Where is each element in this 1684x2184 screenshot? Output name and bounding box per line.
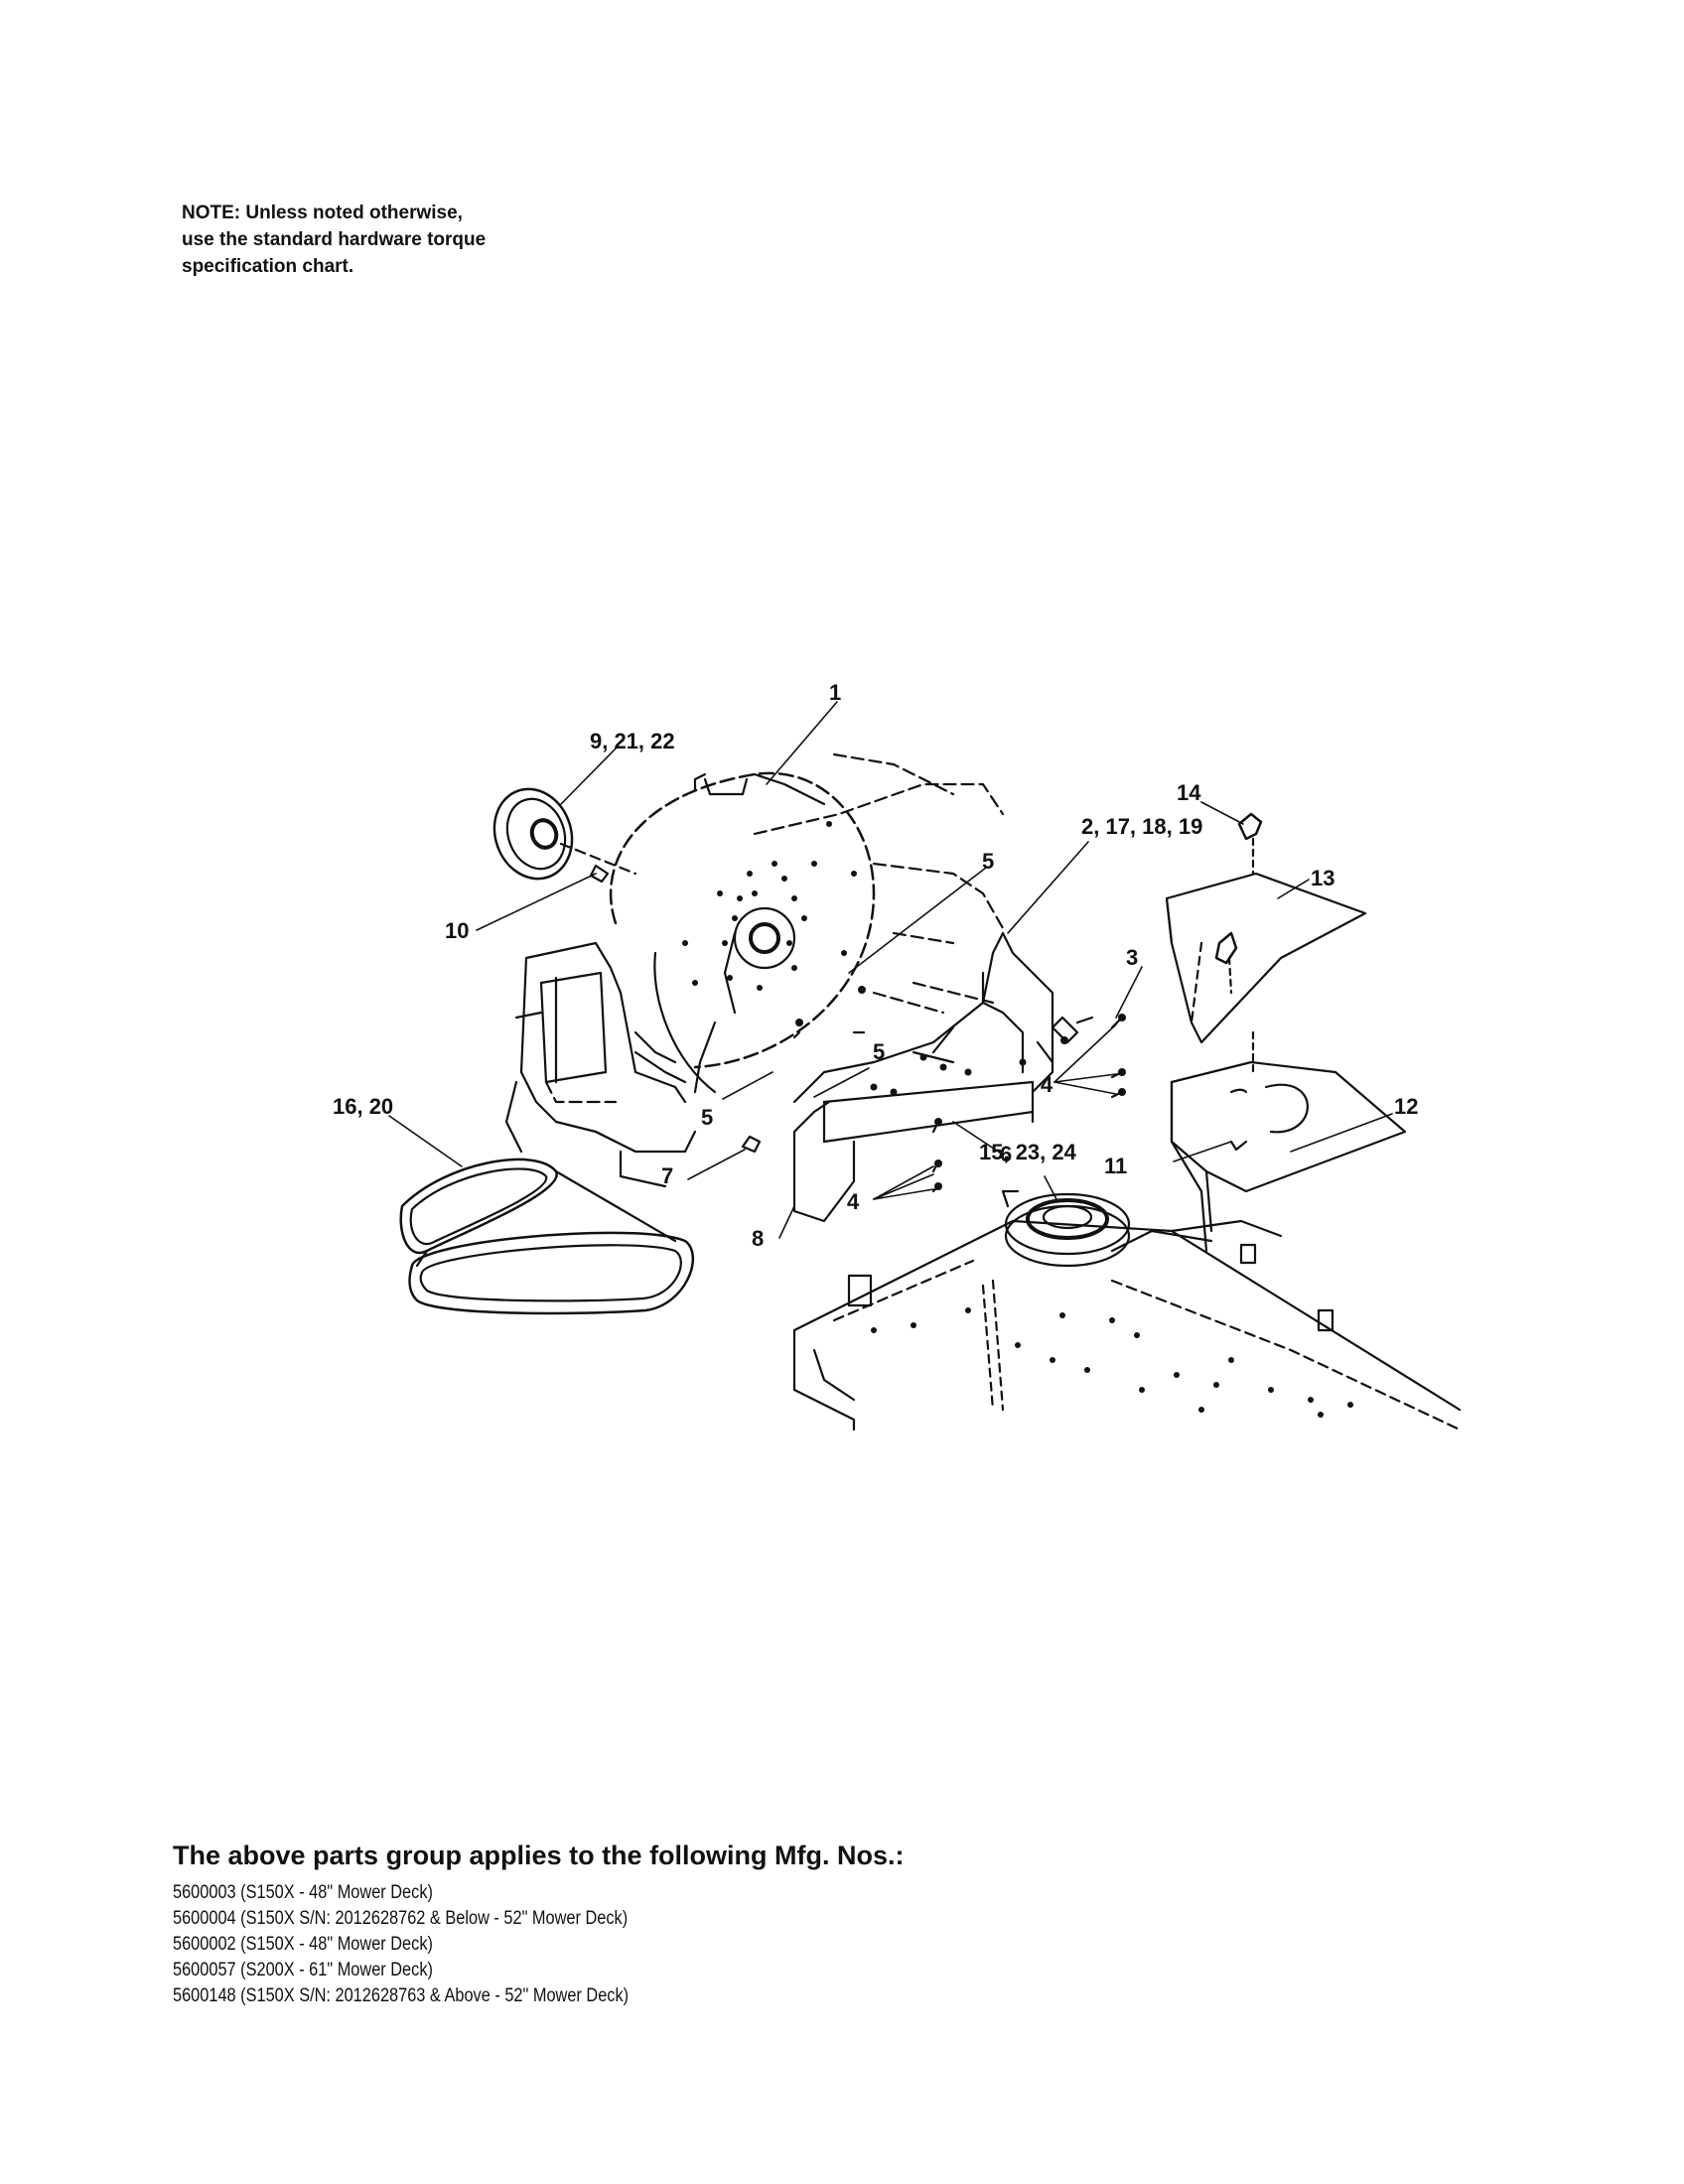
bracket-holes [870,1053,1027,1096]
callout-10: 10 [445,918,469,943]
note-line-1: NOTE: Unless noted otherwise, [182,203,463,223]
list-item: 5600002 (S150X - 48" Mower Deck) [173,1934,433,1955]
note-line-2: use the standard hardware torque [182,229,487,250]
leader-lines [388,701,1393,1239]
callout-14: 14 [1177,780,1201,805]
callout-2-17-18-19: 2, 17, 18, 19 [1081,814,1202,839]
callout-6: 6 [1000,1142,1012,1166]
housing-holes [682,821,857,991]
callout-11: 11 [1104,1154,1127,1178]
hardware-dots [795,986,1126,1190]
mounting-bracket [792,931,1054,1223]
cover-plate [1165,872,1367,1044]
note-line-3: specification chart. [182,256,354,277]
callout-12: 12 [1394,1094,1418,1119]
callout-7: 7 [661,1163,673,1188]
callout-5-lower: 5 [701,1105,713,1130]
callout-8: 8 [752,1226,764,1251]
blower-housing [609,752,1005,1094]
left-frame [504,941,697,1188]
cover-knob [1237,812,1263,876]
drive-belt [399,1158,695,1315]
list-item: 5600004 (S150X S/N: 2012628762 & Below -… [173,1908,629,1929]
callout-5-middle: 5 [873,1039,885,1064]
callout-4-right: 4 [1041,1072,1053,1097]
list-item: 5600003 (S150X - 48" Mower Deck) [173,1882,433,1903]
deck-holes [871,1307,1353,1418]
callout-15-23-24: 15, 23, 24 [979,1140,1077,1164]
deflector-shield [1170,1030,1407,1253]
callout-16-20: 16, 20 [333,1094,393,1119]
callout-5-upper: 5 [982,849,994,874]
deck-pulley [1001,1189,1131,1268]
mower-deck [792,1219,1462,1432]
list-item: 5600057 (S200X - 61" Mower Deck) [173,1960,433,1980]
callout-4-lower: 4 [847,1189,860,1214]
applies-to-heading: The above parts group applies to the fol… [173,1841,905,1870]
blower-pulley [492,787,637,884]
torque-note: NOTE: Unless noted otherwise, use the st… [182,200,486,280]
callout-3: 3 [1126,945,1138,970]
list-item: 5600148 (S150X S/N: 2012628763 & Above -… [173,1985,630,2006]
callout-1: 1 [829,680,841,705]
callout-13: 13 [1311,866,1334,890]
mfg-number-list: 5600003 (S150X - 48" Mower Deck) 5600004… [173,1880,629,2009]
callout-9-21-22: 9, 21, 22 [590,729,675,753]
callout-labels: 1 9, 21, 22 10 5 2, 17, 18, 19 14 13 3 5… [333,680,1418,1251]
